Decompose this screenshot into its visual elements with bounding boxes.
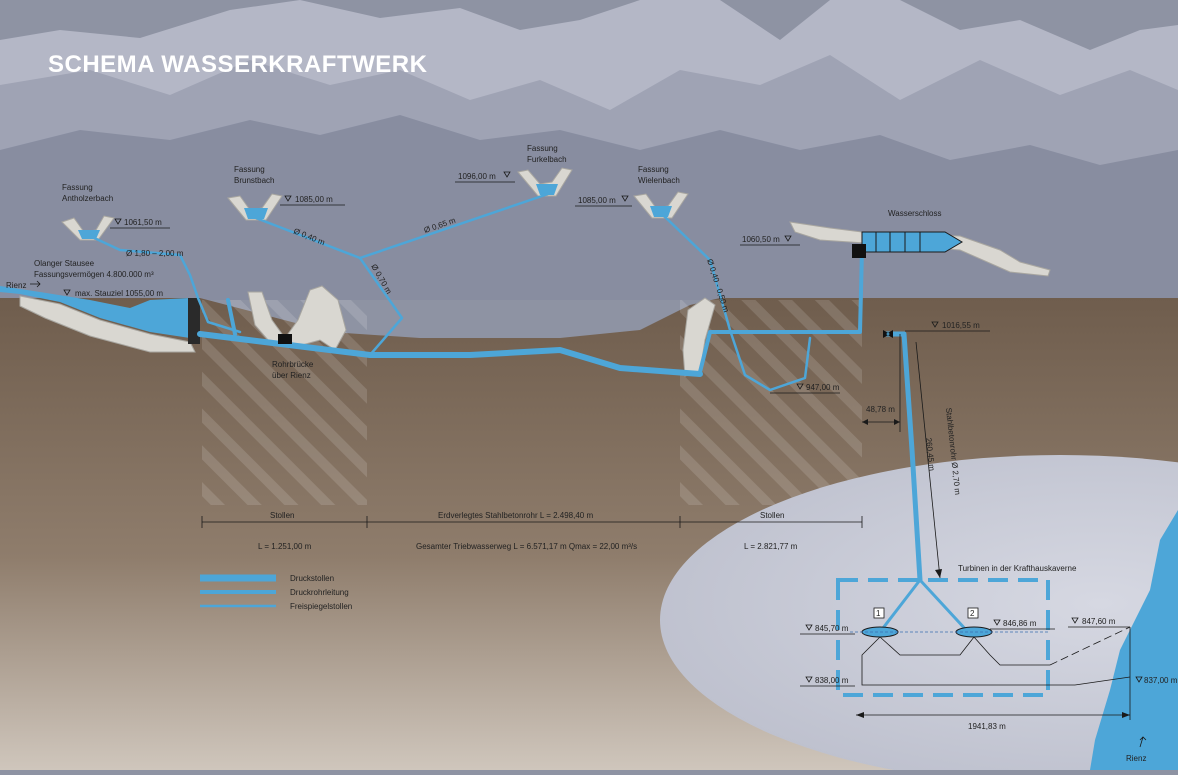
intake-wielenbach	[633, 191, 689, 219]
level-siphon: 947,00 m	[806, 383, 840, 392]
intake-brunst-line1: Fassung	[234, 165, 265, 174]
level-turbine-1: 845,70 m	[815, 624, 849, 633]
intake-antholzerbach	[61, 215, 115, 241]
level-furkel: 1096,00 m	[458, 172, 496, 181]
reservoir-name: Olanger Stausee	[34, 259, 95, 268]
segment-erdverlegt: Erdverlegtes Stahlbetonrohr L = 2.498,40…	[438, 511, 593, 520]
penstock-horizontal: 48,78 m	[866, 405, 895, 414]
legend-druckstollen: Druckstollen	[290, 574, 334, 583]
river-label-right: Rienz	[1126, 754, 1146, 763]
river-rienz-right	[1090, 510, 1178, 770]
label-d-antholz: Ø 1,80 – 2,00 m	[126, 249, 184, 258]
segment-l-right: L = 2.821,77 m	[744, 542, 798, 551]
dimensions	[30, 171, 1147, 748]
page-title: SCHEMA WASSERKRAFTWERK	[48, 51, 428, 78]
legend-lines	[200, 574, 276, 608]
valve-icon	[883, 330, 893, 338]
legend-freispiegelstollen: Freispiegelstollen	[290, 602, 352, 611]
intake-brunstbach	[227, 193, 283, 221]
reservoir-shore	[19, 295, 196, 353]
intake-furkelbach	[517, 167, 573, 197]
level-valve: 1016,55 m	[942, 321, 980, 330]
bridge-line1: Rohrbrücke	[272, 360, 314, 369]
turbine-2-label: 2	[970, 609, 975, 618]
intake-wielen-line1: Fassung	[638, 165, 669, 174]
intake-antholz-line2: Antholzerbach	[62, 194, 113, 203]
intake-wielen-line2: Wielenbach	[638, 176, 680, 185]
intake-furkel-line2: Furkelbach	[527, 155, 567, 164]
pipes	[88, 192, 970, 634]
intake-brunst-line2: Brunstbach	[234, 176, 274, 185]
pipe-bridge-block	[278, 334, 292, 344]
tailrace-length: 1941,83 m	[968, 722, 1006, 731]
reservoir-max-level: max. Stauziel 1055,00 m	[75, 289, 163, 298]
segment-gesamt: Gesamter Triebwasserweg L = 6.571,17 m Q…	[416, 542, 637, 551]
level-river-high: 847,60 m	[1082, 617, 1116, 626]
powerhouse	[836, 578, 1131, 697]
river-label-left: Rienz	[6, 281, 26, 290]
bridge-line2: über Rienz	[272, 371, 311, 380]
segment-stollen-right: Stollen	[760, 511, 784, 520]
dam-wall	[188, 298, 200, 344]
surge-tank-level: 1060,50 m	[742, 235, 780, 244]
level-wielen: 1085,00 m	[578, 196, 616, 205]
penstock-length: 260,45 m	[924, 437, 936, 471]
surge-tank	[852, 231, 963, 258]
segment-l-left: L = 1.251,00 m	[258, 542, 312, 551]
cavern-title: Turbinen in der Krafthauskaverne	[958, 564, 1077, 573]
level-brunst: 1085,00 m	[295, 195, 333, 204]
level-antholz: 1061,50 m	[124, 218, 162, 227]
mountains-near	[0, 115, 1178, 300]
segment-stollen-left: Stollen	[270, 511, 294, 520]
level-floor: 838,00 m	[815, 676, 849, 685]
surge-tank-name: Wasserschloss	[888, 209, 942, 218]
level-turbine-2: 846,86 m	[1003, 619, 1037, 628]
level-river-low: 837,00 m	[1144, 676, 1178, 685]
reservoir-water	[0, 286, 190, 338]
cavern-area	[660, 455, 1178, 775]
intake-antholz-line1: Fassung	[62, 183, 93, 192]
turbine-1-label: 1	[876, 609, 881, 618]
legend-druckrohrleitung: Druckrohrleitung	[290, 588, 349, 597]
reservoir-capacity: Fassungsvermögen 4.800.000 m³	[34, 270, 154, 279]
intake-furkel-line1: Fassung	[527, 144, 558, 153]
